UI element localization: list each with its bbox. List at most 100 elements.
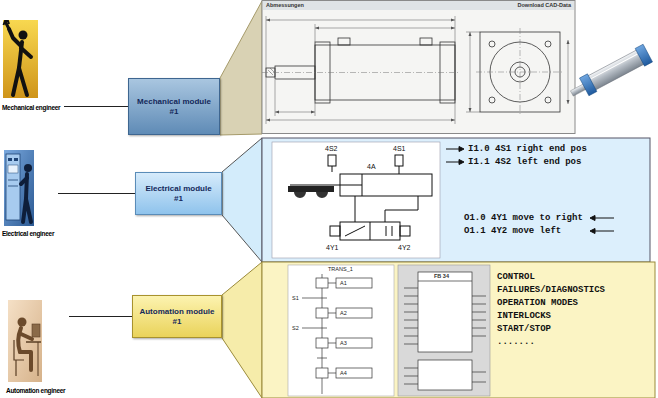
dimension-drawing-part [262,1,575,134]
circuit-schematic-part-part [345,226,392,236]
dimension-drawing-part [263,1,574,10]
zoom-callout [220,1,262,135]
dimension-drawing-part [476,28,564,116]
circuit-schematic-part-part [370,222,371,240]
device-tag: 4S1 [393,145,405,153]
plc-program-part-part [418,272,472,352]
module-box: Mechanical module#1 [128,78,220,135]
dimension-drawing-part [266,16,568,124]
dimension-drawing-part-part [470,32,471,112]
sfc-label: A3 [340,340,347,347]
dimension-drawing-part-part [266,19,455,30]
automation-engineer-icon-part [32,324,40,337]
electrical-engineer-icon-part [8,158,12,161]
connector-line [69,316,132,317]
function-list-item: OPERATION MODES [497,298,578,308]
dimension-drawing-part-part [489,97,495,103]
cylinder-photo-part [591,54,637,78]
dimension-drawing-part-part [455,16,456,124]
sfc-label: A1 [340,280,347,287]
circuit-schematic-part-part [594,231,614,232]
electrical-engineer-icon-part-part [23,199,31,222]
device-tag: 4A [367,163,376,171]
engineer-figure: Automation engineer [6,298,66,395]
automation-engineer-icon-part-part [21,334,32,339]
circuit-schematic-part-part [590,216,595,221]
circuit-schematic-part [294,192,328,198]
dimension-drawing-part [262,72,460,73]
plc-program-part [288,265,394,396]
dimension-drawing-part-part [266,111,455,122]
block-name: FB 34 [434,273,449,280]
signal-name: I1.0 4S1 right end pos [468,144,587,154]
mechanical-engineer-icon-part-part [9,29,21,46]
automation-engineer-icon-part [18,318,27,327]
caption-group: Automation engineer [6,387,65,395]
dimension-drawing-part-part [466,32,480,33]
function-list-item: INTERLOCKS [497,311,551,321]
plc-program-part-part [418,360,472,390]
electrical-engineer-icon-part [8,165,18,173]
dimension-drawing-part-part [315,103,316,116]
circuit-schematic-part-part [385,210,386,222]
function-list-item: START/STOP [497,324,551,334]
electrical-engineer-icon-part [8,180,18,181]
function-list-item: CONTROL [497,272,535,282]
plc-program-part-part [328,373,336,374]
plc-program-part-part [316,368,328,378]
sfc-label: A4 [340,370,347,377]
circuit-schematic-part-part [590,229,595,234]
electrical-engineer-icon-part [4,150,34,226]
mechanical-engineer-icon [3,20,38,98]
circuit-schematic-part-part [459,160,464,165]
mechanical-engineer-icon-part-part [13,68,27,95]
circuit-schematic-part-part [395,155,403,166]
automation-engineer-icon-part [38,342,39,376]
dimension-drawing-part-part [545,41,551,47]
dimension-drawing-part [266,38,455,103]
plc-program-part-part [317,298,327,299]
signal-name: I1.1 4S2 left end pos [468,157,581,167]
connector-line [58,193,135,194]
circuit-schematic-part [290,155,432,240]
dimension-drawing-part-part [338,38,350,45]
signal-name: O1.1 4Y2 move left [464,226,561,236]
dimension-drawing-part-part [489,41,495,47]
sfc-label: S2 [292,325,299,332]
dimension-drawing-part-part [266,20,455,21]
plc-program-part-part [328,313,336,314]
electrical-engineer-icon-part [14,158,18,161]
circuit-schematic-part-part [594,218,614,219]
mechanical-engineer-icon-part [19,31,28,40]
automation-engineer-icon-part [26,341,41,343]
signal-name: O1.0 4Y1 move to right [464,213,583,223]
dimension-drawing-part-part [266,120,455,121]
function-list-item: ....... [497,337,535,347]
mechanical-engineer-icon-part [3,20,38,98]
automation-engineer-icon-part-part [18,328,21,352]
cylinder-photo-part [635,44,652,66]
module-number: #1 [170,107,179,117]
caption-group: Electrical engineer [2,230,54,238]
automation-engineer-icon-part-part [20,352,31,370]
circuit-schematic-part-part [385,210,418,211]
engineer-figure: Electrical engineer [2,148,55,238]
mechanical-engineer-icon-part-part [21,48,31,57]
caption-group: Mechanical engineer [2,104,60,112]
electrical-engineer-icon-part [8,186,18,187]
plc-program-part-part [336,338,372,348]
dimension-drawing-part-part [266,16,267,124]
dimension-drawing-part-part [315,24,316,42]
plc-program-part [262,262,655,398]
module-title: Electrical module [145,184,211,194]
sfc-label: S1 [292,295,299,302]
circuit-schematic-part-part [459,147,464,152]
module-box: Automation module#1 [132,295,222,338]
dimension-drawing-part-part [315,28,455,29]
plc-program-part-part [328,343,336,344]
module-title: Automation module [139,307,214,317]
circuit-schematic-part-part [446,162,460,163]
plc-program-part-part [418,281,472,282]
engineer-caption: Automation engineer [6,387,65,395]
